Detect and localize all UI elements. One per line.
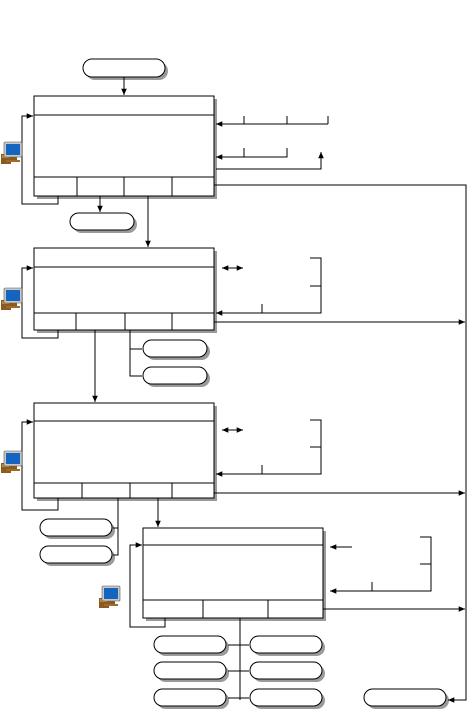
end-terminator [363, 688, 449, 709]
output-terminator-4c [153, 688, 229, 709]
output-terminator-2a [142, 339, 210, 360]
computer-icon [1, 287, 23, 310]
process-box-3 [33, 402, 217, 501]
process-box-1 [33, 95, 217, 199]
computer-icon [99, 585, 121, 608]
connectors [21, 77, 467, 703]
output-terminator-1 [69, 212, 137, 233]
terminators [39, 58, 449, 709]
output-terminator-2b [142, 366, 210, 387]
start-terminator [82, 58, 168, 80]
output-terminator-3a [39, 518, 115, 539]
output-terminator-4a [153, 635, 229, 656]
output-terminator-4b [153, 661, 229, 682]
output-terminator-4f [249, 688, 325, 709]
output-terminator-3b [39, 545, 115, 566]
process-box-2 [33, 247, 217, 333]
output-terminator-4e [249, 661, 325, 682]
process-box-4 [142, 527, 326, 621]
computer-icon [1, 450, 23, 473]
output-terminator-4d [249, 635, 325, 656]
computer-icon [1, 141, 23, 164]
